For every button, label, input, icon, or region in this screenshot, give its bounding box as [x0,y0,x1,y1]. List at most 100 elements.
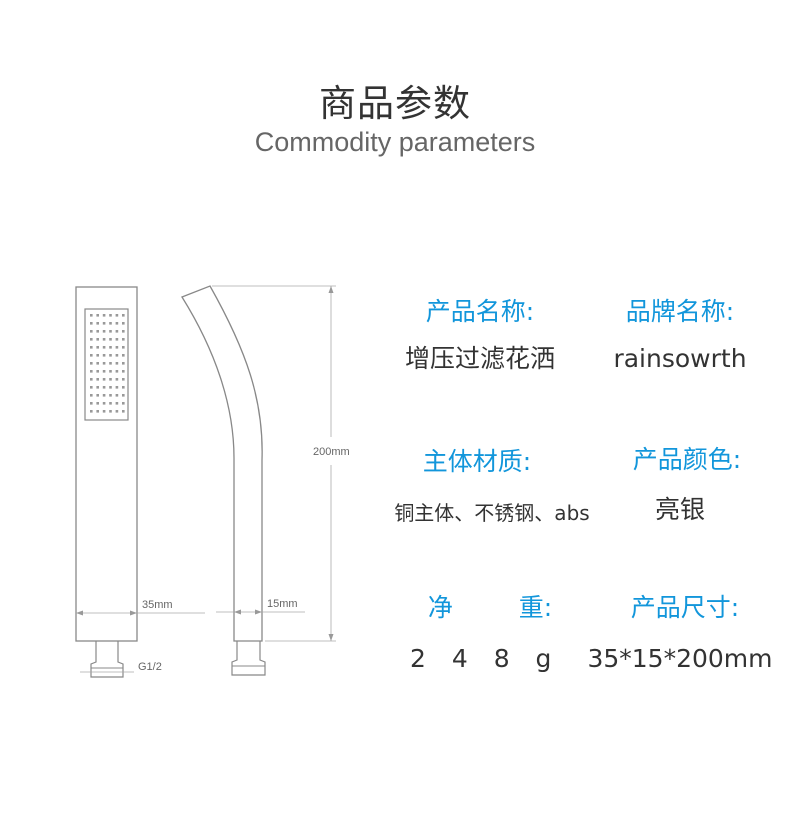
net-weight-value: 2 4 8 g [410,644,561,673]
spray-nozzle [102,378,106,381]
spray-nozzle [122,354,125,357]
spray-nozzle [96,378,99,381]
color-value: 亮银 [654,495,705,524]
spray-nozzle [109,378,112,381]
spray-nozzle [102,402,106,405]
spray-nozzle [96,330,99,333]
spray-nozzle [115,402,119,405]
spray-nozzle [90,354,93,357]
spray-nozzle [109,386,112,389]
size-label: 产品尺寸: [630,593,740,622]
spray-nozzle [102,362,106,365]
spray-nozzle [115,314,119,317]
spray-nozzle [96,354,99,357]
spray-nozzle [115,370,119,373]
spray-nozzle [96,402,99,405]
spray-nozzle [102,314,106,317]
spray-nozzle [109,354,112,357]
spray-nozzle [109,346,112,349]
front-width-dimension: 35mm [142,599,173,611]
spray-nozzle [115,346,119,349]
spray-nozzle [102,330,106,333]
spray-nozzle [115,354,119,357]
spray-nozzle [115,386,119,389]
spray-nozzle [96,362,99,365]
spray-nozzle [115,362,119,365]
side-view-connector [231,641,266,676]
side-width-dimension: 15mm [267,598,298,610]
spray-nozzle [122,346,125,349]
spray-nozzle [90,314,93,317]
spray-nozzle [122,322,125,325]
spray-nozzle-grid [90,314,125,413]
size-value: 35*15*200mm [587,644,773,673]
brand-name-value: rainsowrth [613,344,747,373]
page-title: 商品参数 [319,82,471,125]
spray-nozzle [109,330,112,333]
spray-nozzle [90,362,93,365]
spray-nozzle [96,410,99,413]
spray-nozzle [102,410,106,413]
spray-nozzle [96,386,99,389]
spray-nozzle [90,346,93,349]
spray-nozzle [115,330,119,333]
spray-nozzle [122,386,125,389]
spray-nozzle [109,362,112,365]
spray-nozzle [102,338,106,341]
spray-nozzle [102,354,106,357]
spray-nozzle [115,322,119,325]
spray-nozzle [96,346,99,349]
spray-nozzle [102,322,106,325]
spray-nozzle [115,394,119,397]
front-view-handle [75,286,138,642]
spray-nozzle [102,370,106,373]
spray-nozzle [96,394,99,397]
spray-nozzle [109,338,112,341]
spray-nozzle [102,394,106,397]
thread-dimension: G1/2 [138,661,162,673]
spray-nozzle [122,370,125,373]
spray-nozzle [122,330,125,333]
page-subtitle: Commodity parameters [254,127,536,157]
spray-nozzle [96,370,99,373]
material-label: 主体材质: [422,447,532,476]
spray-nozzle [115,338,119,341]
net-weight-label: 净 重: [427,593,553,622]
spray-nozzle [109,394,112,397]
spray-nozzle [115,410,119,413]
spray-nozzle [90,386,93,389]
spray-nozzle [122,378,125,381]
spray-nozzle [109,410,112,413]
spray-nozzle [122,410,125,413]
spray-nozzle [109,370,112,373]
spray-nozzle [122,402,125,405]
side-view-handle [181,285,263,642]
spray-nozzle [90,394,93,397]
spray-nozzle [96,338,99,341]
spray-nozzle [90,410,93,413]
product-name-label: 产品名称: [425,297,535,326]
front-view-connector [90,641,124,678]
spray-nozzle [122,394,125,397]
spray-nozzle [90,330,93,333]
front-view-spray-plate [84,308,129,421]
spray-nozzle [109,402,112,405]
spray-nozzle [90,322,93,325]
spray-nozzle [90,378,93,381]
spray-nozzle [90,370,93,373]
spray-nozzle [122,338,125,341]
spray-nozzle [115,378,119,381]
spray-nozzle [122,314,125,317]
brand-name-label: 品牌名称: [625,297,735,326]
product-name-value: 增压过滤花洒 [404,344,555,373]
color-label: 产品颜色: [632,445,742,474]
spray-nozzle [90,338,93,341]
spray-nozzle [109,322,112,325]
spray-nozzle [109,314,112,317]
spray-nozzle [122,362,125,365]
spray-nozzle [90,402,93,405]
material-value: 铜主体、不锈钢、abs [394,501,590,525]
spray-nozzle [96,322,99,325]
spray-nozzle [96,314,99,317]
